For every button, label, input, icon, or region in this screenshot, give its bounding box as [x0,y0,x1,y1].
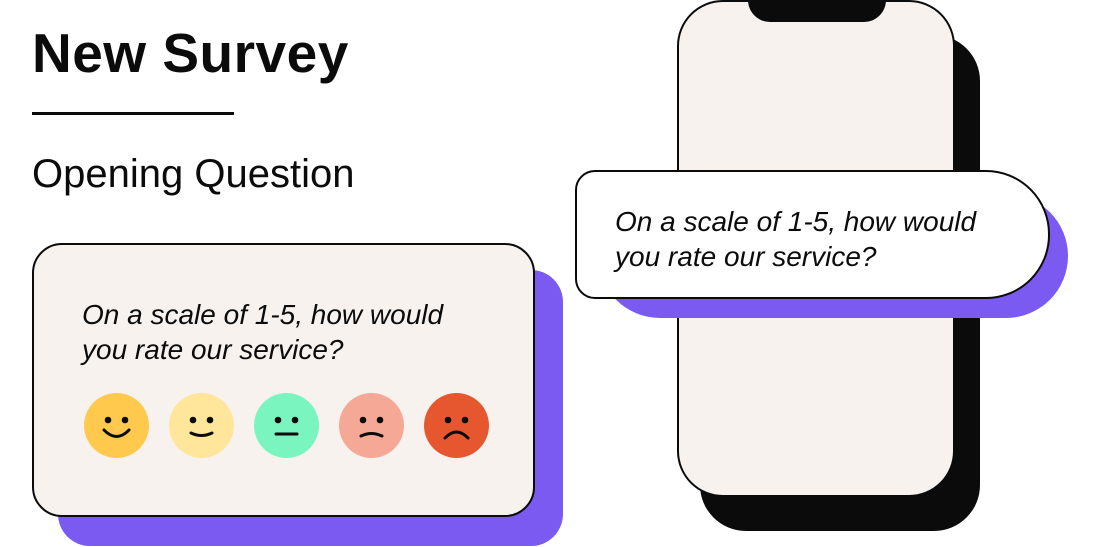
card-question: On a scale of 1-5, how would you rate ou… [82,299,444,365]
phone-notch [748,2,886,22]
page-title: New Survey [32,22,349,84]
frown-face-icon[interactable] [424,393,489,458]
slight-frown-face-icon[interactable] [339,393,404,458]
message-bubble: On a scale of 1-5, how would you rate ou… [575,170,1050,299]
survey-card: On a scale of 1-5, how would you rate ou… [32,243,535,517]
bubble-question: On a scale of 1-5, how would you rate ou… [615,206,977,272]
rating-options [84,393,493,458]
big-smile-face-icon[interactable] [84,393,149,458]
face-fill [84,393,149,458]
neutral-face-icon[interactable] [254,393,319,458]
smile-face-icon[interactable] [169,393,234,458]
title-divider [32,112,234,115]
section-subtitle: Opening Question [32,152,355,196]
